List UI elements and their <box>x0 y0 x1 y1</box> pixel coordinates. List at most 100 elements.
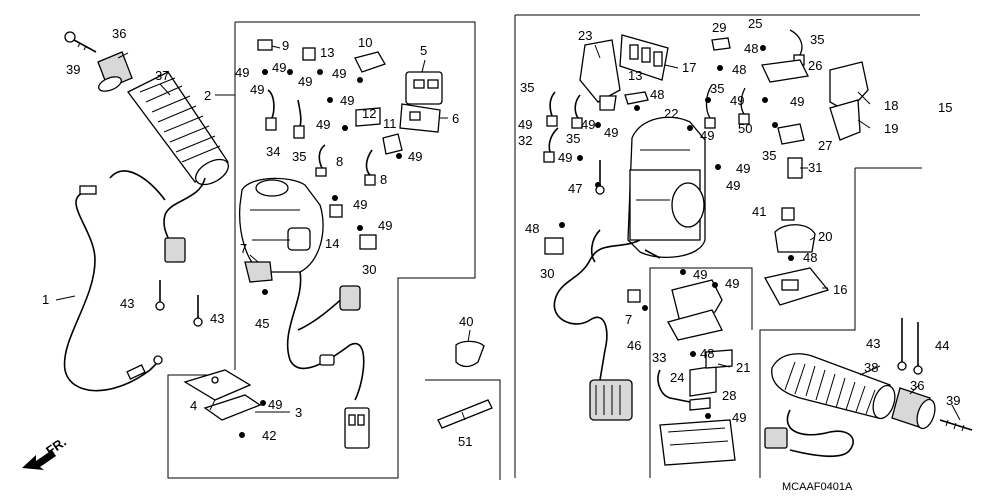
callout-43: 43 <box>120 296 134 311</box>
callout-8: 8 <box>380 172 387 187</box>
left-small-parts <box>257 39 493 429</box>
throttle-cable-1 <box>63 170 166 392</box>
callout-20: 20 <box>818 229 832 244</box>
callout-42: 42 <box>262 428 276 443</box>
callout-10: 10 <box>358 35 372 50</box>
center-switch-housing <box>544 34 706 421</box>
callout-38: 38 <box>864 360 878 375</box>
callout-46: 46 <box>627 338 641 353</box>
callout-40: 40 <box>459 314 473 329</box>
callout-22: 22 <box>664 106 678 121</box>
callout-7: 7 <box>625 312 632 327</box>
callout-30: 30 <box>540 266 554 281</box>
callout-39: 39 <box>946 393 960 408</box>
callout-36: 36 <box>112 26 126 41</box>
callout-12: 12 <box>362 106 376 121</box>
callout-43: 43 <box>866 336 880 351</box>
callout-35: 35 <box>292 149 306 164</box>
callout-49: 49 <box>378 218 392 233</box>
callout-23: 23 <box>578 28 592 43</box>
callout-16: 16 <box>833 282 847 297</box>
callout-7: 7 <box>240 241 247 256</box>
callout-49: 49 <box>730 93 744 108</box>
callout-43: 43 <box>210 311 224 326</box>
grip-weight-36-left <box>97 51 133 92</box>
callout-49: 49 <box>558 150 572 165</box>
front-arrow: FR. <box>22 434 69 470</box>
callout-11: 11 <box>383 116 397 131</box>
callout-6: 6 <box>452 111 459 126</box>
callout-numbers: 39 36 37 2 1 43 43 45 7 14 9 13 10 5 6 1… <box>42 16 960 449</box>
callout-35: 35 <box>810 32 824 47</box>
callout-49: 49 <box>604 125 618 140</box>
callout-3: 3 <box>295 405 302 420</box>
callout-49: 49 <box>581 117 595 132</box>
callout-5: 5 <box>420 43 427 58</box>
callout-49: 49 <box>340 93 354 108</box>
callout-30: 30 <box>362 262 376 277</box>
callout-48: 48 <box>525 221 539 236</box>
callout-48: 48 <box>700 346 714 361</box>
bolt-39-left <box>64 31 97 53</box>
callout-19: 19 <box>884 121 898 136</box>
callout-27: 27 <box>818 138 832 153</box>
callout-48: 48 <box>732 62 746 77</box>
group-outlines <box>167 14 922 480</box>
callout-49: 49 <box>353 197 367 212</box>
callout-35: 35 <box>762 148 776 163</box>
callout-49: 49 <box>732 410 746 425</box>
callout-49: 49 <box>518 117 532 132</box>
callout-49: 49 <box>693 267 707 282</box>
callout-1: 1 <box>42 292 49 307</box>
callout-49: 49 <box>272 60 286 75</box>
callout-49: 49 <box>725 276 739 291</box>
callout-26: 26 <box>808 58 822 73</box>
callout-50: 50 <box>738 121 752 136</box>
callout-49: 49 <box>700 128 714 143</box>
callout-32: 32 <box>518 133 532 148</box>
callout-17: 17 <box>682 60 696 75</box>
left-switch-housing <box>239 177 370 449</box>
drawing-code: MCAAF0401A <box>782 481 853 493</box>
callout-15: 15 <box>938 100 952 115</box>
callout-49: 49 <box>250 82 264 97</box>
callout-51: 51 <box>458 434 472 449</box>
bolt-callouts: 49 49 49 49 49 49 49 49 49 49 49 49 49 4… <box>235 41 804 425</box>
callout-41: 41 <box>752 204 766 219</box>
callout-49: 49 <box>726 178 740 193</box>
callout-49: 49 <box>408 149 422 164</box>
callout-35: 35 <box>710 81 724 96</box>
leader-lines <box>55 44 961 421</box>
callout-48: 48 <box>744 41 758 56</box>
left-clamp <box>183 369 262 421</box>
callout-8: 8 <box>336 154 343 169</box>
left-grip-assembly <box>63 31 230 392</box>
callout-49: 49 <box>298 74 312 89</box>
callout-37: 37 <box>155 68 169 83</box>
center-small-parts <box>543 29 869 466</box>
callout-49: 49 <box>736 161 750 176</box>
callout-4: 4 <box>190 398 197 413</box>
callout-49: 49 <box>332 66 346 81</box>
callout-48: 48 <box>803 250 817 265</box>
callout-33: 33 <box>652 350 666 365</box>
callout-48: 48 <box>650 87 664 102</box>
right-grip-assembly <box>764 353 973 458</box>
callout-34: 34 <box>266 144 280 159</box>
bolt-glyphs <box>155 45 923 438</box>
callout-49: 49 <box>235 65 249 80</box>
callout-47: 47 <box>568 181 582 196</box>
callout-13: 13 <box>628 68 642 83</box>
callout-39: 39 <box>66 62 80 77</box>
callout-13: 13 <box>320 45 334 60</box>
callout-14: 14 <box>325 236 339 251</box>
callout-49: 49 <box>316 117 330 132</box>
grip-heater-37-left <box>127 71 230 263</box>
callout-21: 21 <box>736 360 750 375</box>
callout-9: 9 <box>282 38 289 53</box>
callout-18: 18 <box>884 98 898 113</box>
callout-28: 28 <box>722 388 736 403</box>
callout-49: 49 <box>790 94 804 109</box>
callout-35: 35 <box>520 80 534 95</box>
